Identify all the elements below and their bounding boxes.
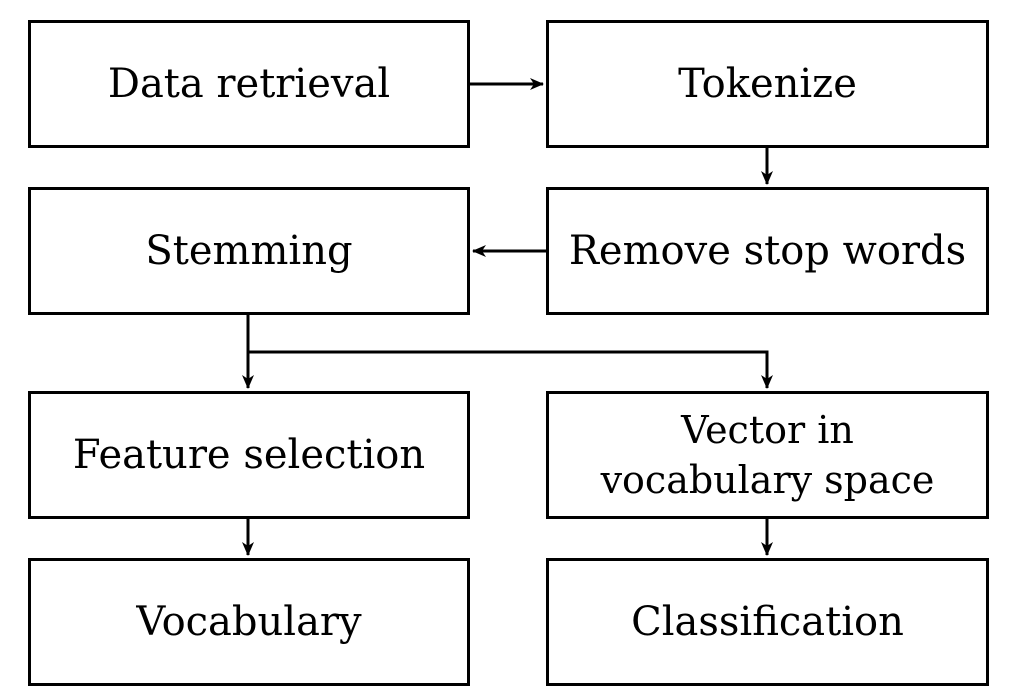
node-remove-stop-words: Remove stop words <box>546 187 989 315</box>
node-label-line-1: Vector in <box>681 408 854 452</box>
node-feature-selection: Feature selection <box>28 391 470 519</box>
node-label-line-2: vocabulary space <box>600 458 935 502</box>
node-label: Remove stop words <box>568 228 967 274</box>
node-vector-in-vocabulary-space: Vector in vocabulary space <box>546 391 989 519</box>
node-classification: Classification <box>546 558 989 686</box>
node-label-group: Vector in vocabulary space <box>601 405 935 505</box>
node-label: Classification <box>631 599 904 645</box>
node-tokenize: Tokenize <box>546 20 989 148</box>
node-vocabulary: Vocabulary <box>28 558 470 686</box>
edge-stemming-to-vector <box>248 350 773 389</box>
node-stemming: Stemming <box>28 187 470 315</box>
node-data-retrieval: Data retrieval <box>28 20 470 148</box>
node-label: Tokenize <box>678 61 857 107</box>
node-label: Data retrieval <box>107 61 391 107</box>
node-label: Feature selection <box>72 432 426 478</box>
node-label: Vocabulary <box>136 599 362 645</box>
node-label: Stemming <box>145 228 353 274</box>
